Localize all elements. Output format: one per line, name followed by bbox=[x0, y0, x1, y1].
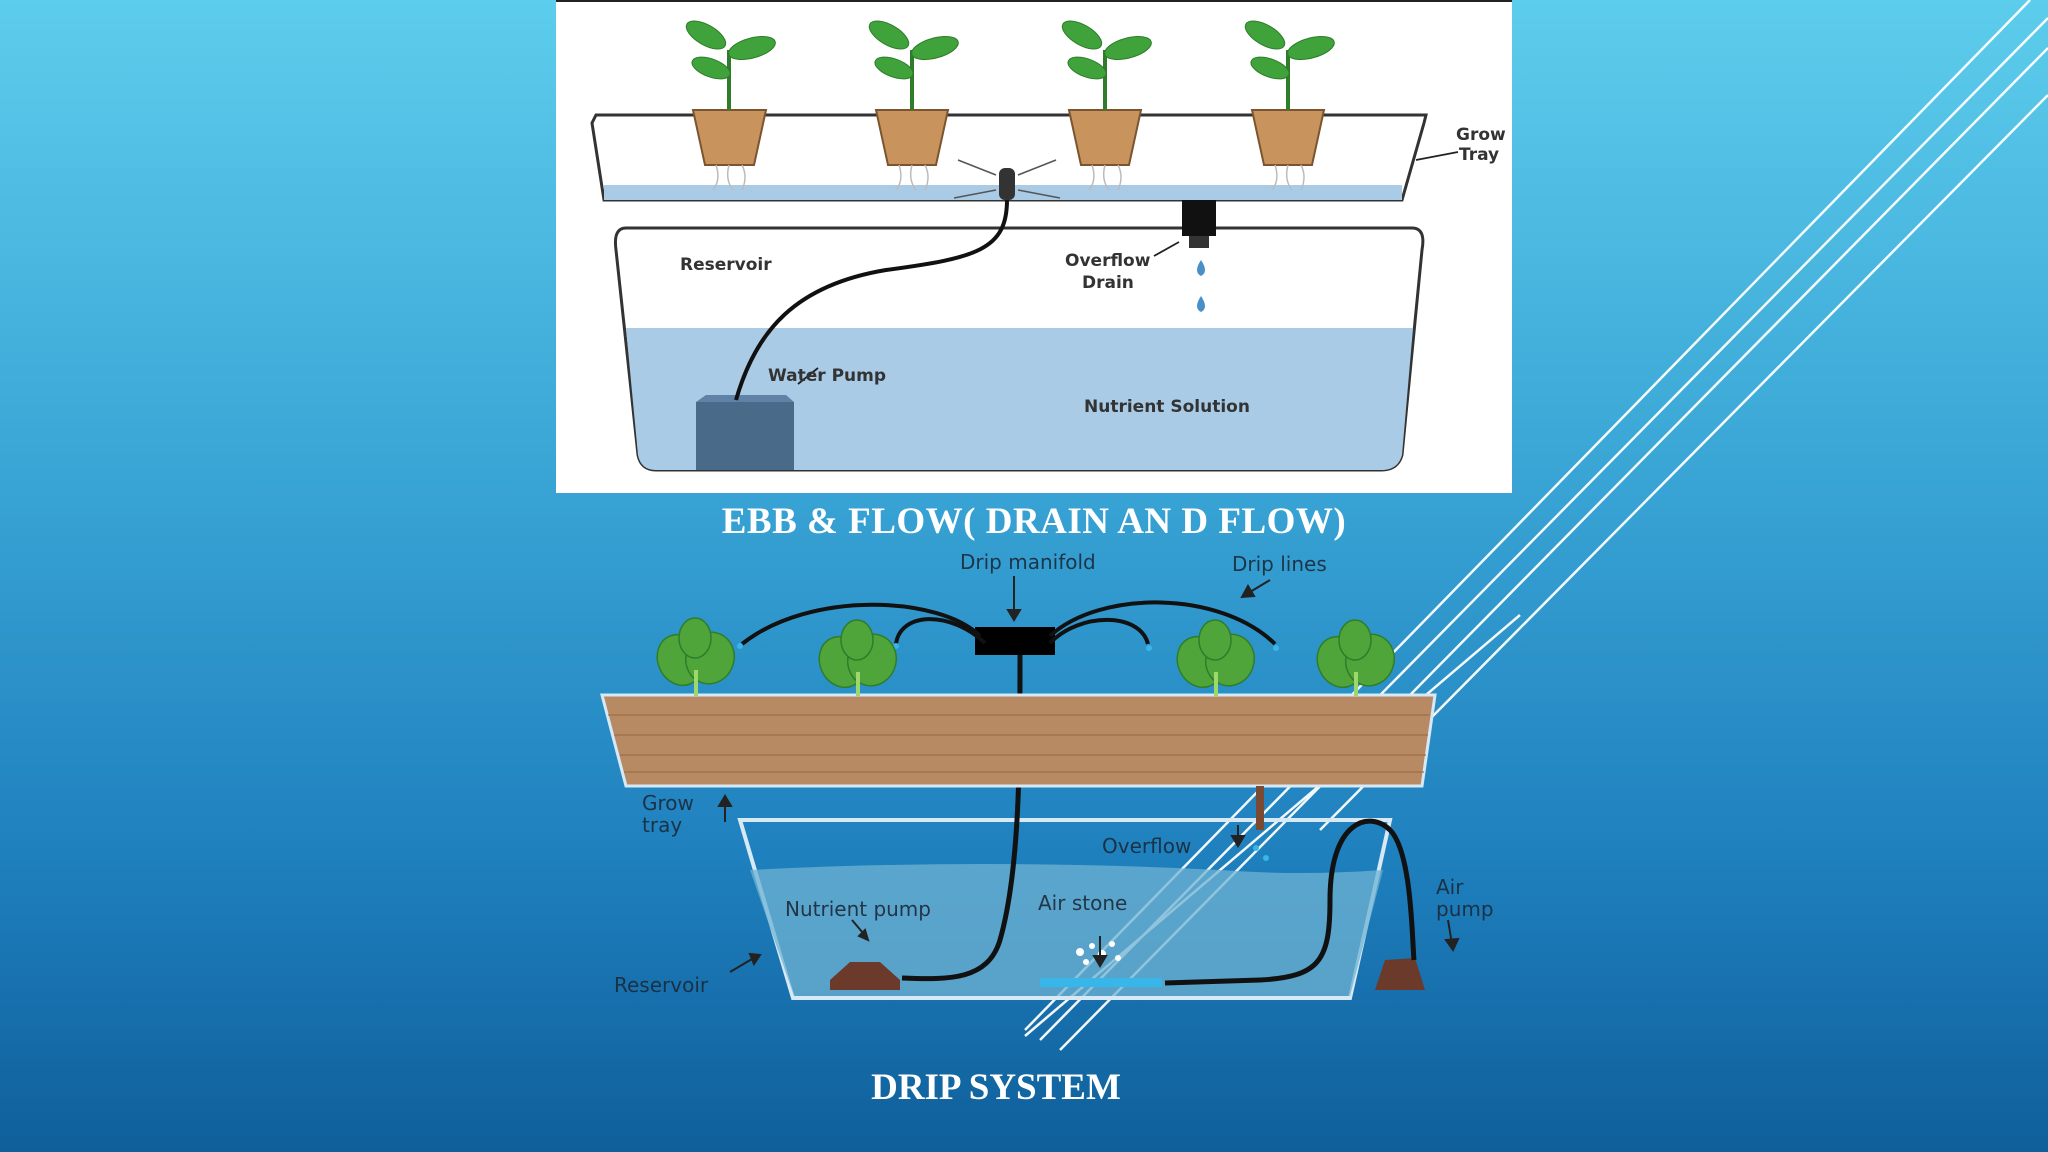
ebb-flow-caption: EBB & FLOW( DRAIN AN D FLOW) bbox=[721, 501, 1347, 542]
label-nutrient-solution: Nutrient Solution bbox=[1084, 397, 1250, 417]
label-air-pump-line1: Air bbox=[1436, 875, 1464, 899]
label-grow-tray-line2: tray bbox=[642, 813, 682, 837]
label-drip-lines: Drip lines bbox=[1232, 552, 1327, 576]
label-drip-manifold: Drip manifold bbox=[960, 550, 1096, 574]
label-air-stone: Air stone bbox=[1038, 891, 1127, 915]
drip-system-caption: DRIP SYSTEM bbox=[871, 1067, 1121, 1108]
label-nutrient-pump: Nutrient pump bbox=[785, 897, 931, 921]
label-air-pump-line2: pump bbox=[1436, 897, 1494, 921]
drip-system-diagram: Drip manifold Drip lines Grow tray Overf… bbox=[600, 550, 1494, 1000]
label-water-pump: Water Pump bbox=[768, 366, 886, 386]
label-overflow-drain-line2: Drain bbox=[1082, 273, 1134, 293]
label-grow-tray-line2: Tray bbox=[1459, 145, 1499, 165]
label-grow-tray-line1: Grow bbox=[642, 791, 694, 815]
label-overflow-drain-line1: Overflow bbox=[1065, 251, 1151, 271]
label-overflow: Overflow bbox=[1102, 834, 1191, 858]
label-reservoir: Reservoir bbox=[614, 973, 709, 997]
label-reservoir: Reservoir bbox=[680, 255, 772, 275]
label-grow-tray-line1: Grow bbox=[1456, 125, 1506, 145]
ebb-flow-diagram: Grow Tray Reservoir Overflow Drain Water… bbox=[556, 0, 1512, 493]
